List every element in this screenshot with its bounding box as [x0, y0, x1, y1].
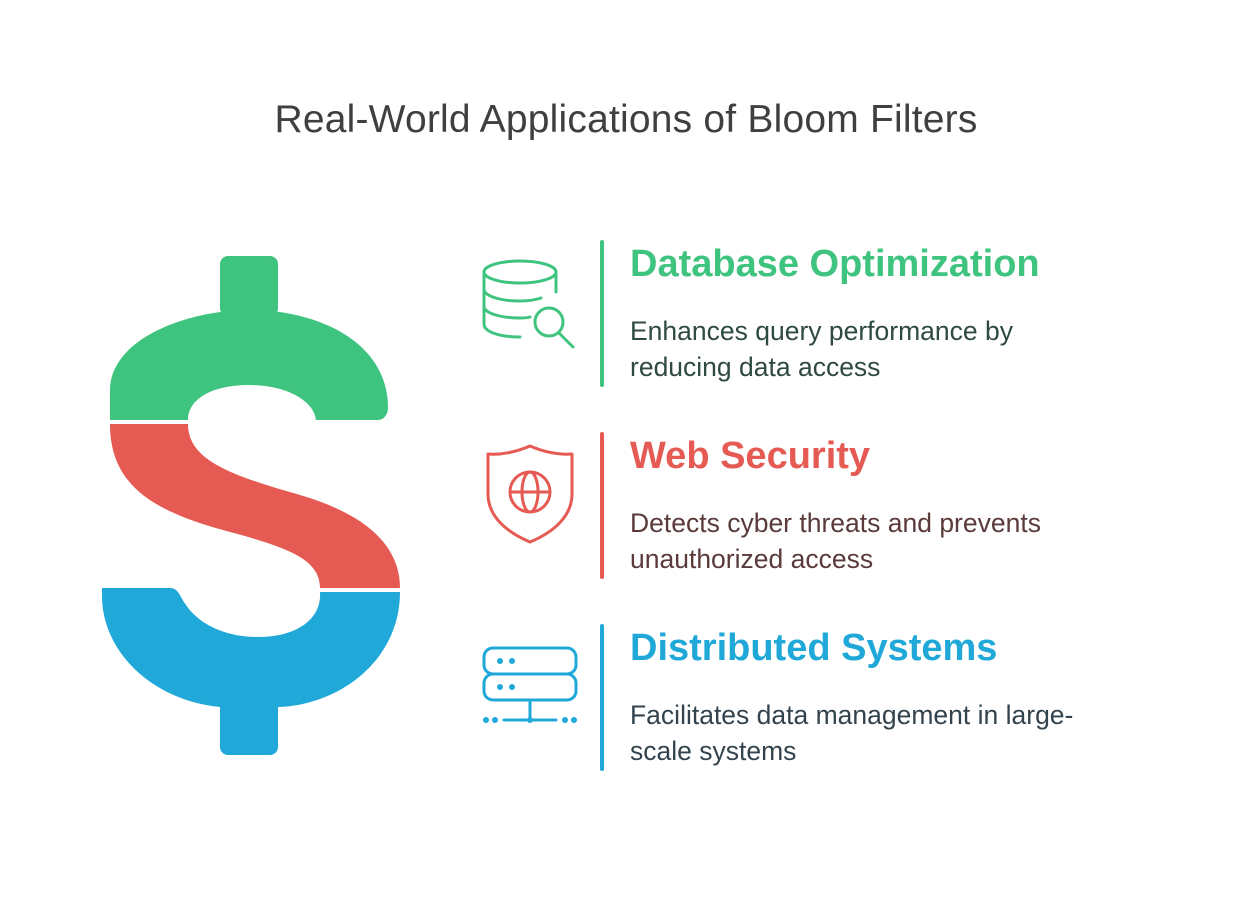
- database-search-icon: [482, 259, 575, 349]
- divider-distributed-systems: [600, 624, 604, 771]
- page-title: Real-World Applications of Bloom Filters: [274, 98, 978, 141]
- server-network-icon: [482, 646, 578, 723]
- dollar-bottom-segment: [102, 588, 400, 755]
- dollar-sign-graphic: [102, 256, 400, 755]
- desc-database-optimization: Enhances query performance by reducing d…: [630, 316, 1013, 382]
- divider-web-security: [600, 432, 604, 579]
- shield-globe-icon: [486, 444, 574, 544]
- heading-web-security: Web Security: [630, 435, 871, 477]
- heading-database-optimization: Database Optimization: [630, 243, 1040, 285]
- desc-distributed-systems: Facilitates data management in large-sca…: [630, 700, 1074, 766]
- dollar-top-segment: [110, 256, 388, 420]
- heading-distributed-systems: Distributed Systems: [630, 627, 998, 669]
- dollar-middle-segment: [110, 424, 400, 588]
- desc-web-security: Detects cyber threats and prevents unaut…: [630, 508, 1041, 574]
- divider-database: [600, 240, 604, 387]
